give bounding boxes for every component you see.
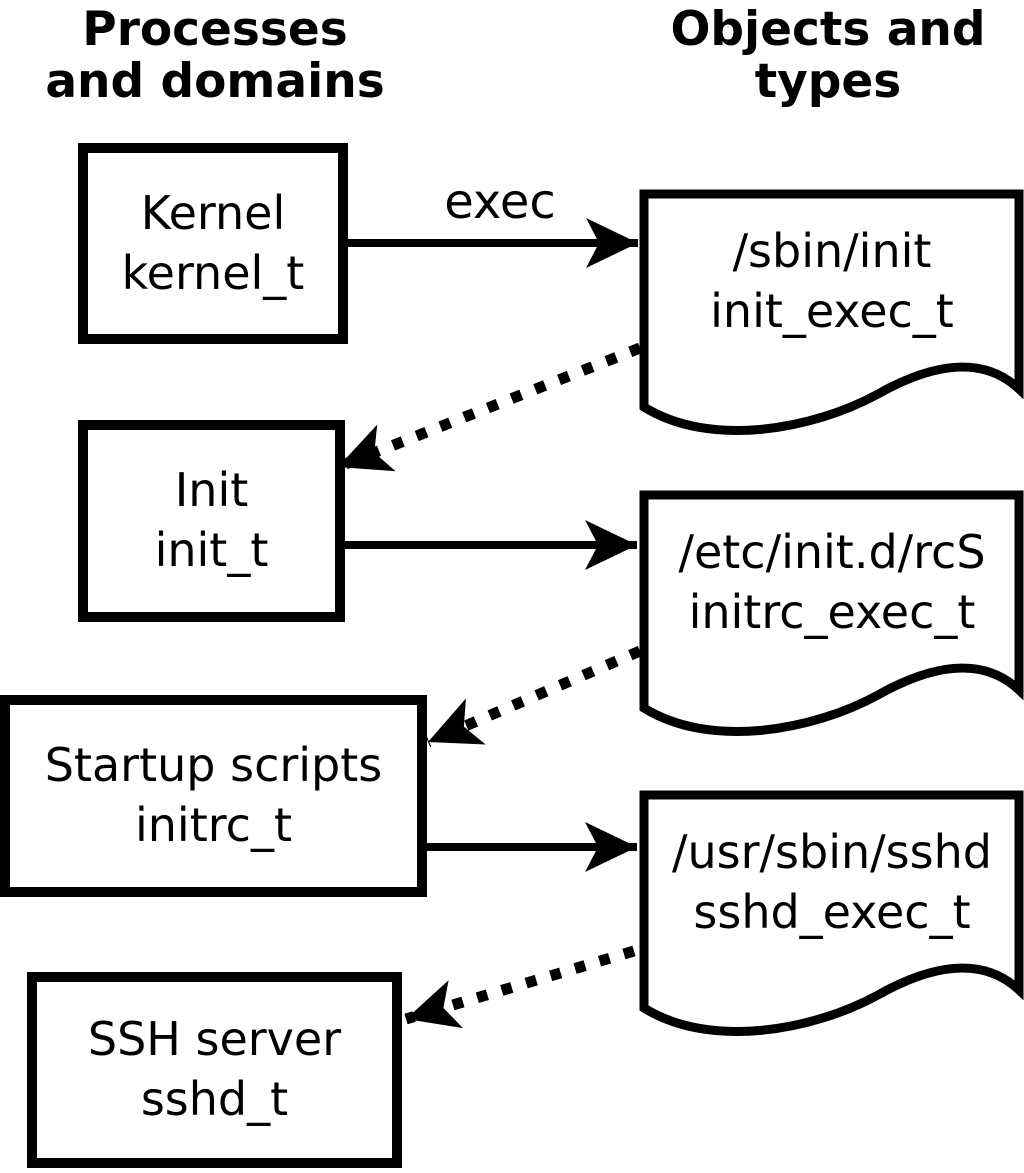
object-node-usr-sbin-sshd-path: /usr/sbin/sshd xyxy=(672,825,992,880)
object-node-etc-initd-rcs: /etc/init.d/rcS initrc_exec_t xyxy=(648,495,1016,671)
object-node-usr-sbin-sshd: /usr/sbin/sshd sshd_exec_t xyxy=(648,795,1016,971)
document-shape-etc-initd-rcs xyxy=(639,490,1024,736)
process-node-ssh-server-domain: sshd_t xyxy=(140,1072,289,1126)
column-header-objects-line2: types xyxy=(754,53,902,109)
exec-edge-label: exec xyxy=(444,174,556,230)
column-header-processes-line1: Processes xyxy=(82,2,348,57)
column-header-processes-line2: and domains xyxy=(45,53,385,109)
process-node-ssh-server-label: SSH server xyxy=(87,1012,342,1067)
transition-arrow-sbin-init-to-init xyxy=(335,342,643,473)
transition-arrow-sshd-to-sshserver xyxy=(404,945,636,1029)
object-node-sbin-init-path: /sbin/init xyxy=(732,224,932,279)
process-node-kernel-label: Kernel xyxy=(140,185,286,240)
object-node-usr-sbin-sshd-type: sshd_exec_t xyxy=(693,885,971,939)
process-node-startup-scripts-domain: initrc_t xyxy=(135,798,292,852)
object-node-sbin-init: /sbin/init init_exec_t xyxy=(648,194,1016,370)
column-header-objects: Objects and types xyxy=(628,4,1024,107)
process-node-kernel: Kernel kernel_t xyxy=(78,143,348,344)
process-node-kernel-domain: kernel_t xyxy=(121,245,305,300)
document-shape-usr-sbin-sshd xyxy=(639,790,1024,1036)
process-node-init-label: Init xyxy=(174,463,249,518)
process-node-init: Init init_t xyxy=(78,420,345,622)
object-node-sbin-init-type: init_exec_t xyxy=(710,284,954,338)
process-node-init-domain: init_t xyxy=(154,523,269,577)
document-shape-sbin-init xyxy=(639,189,1024,435)
transition-arrow-rcs-to-startup xyxy=(425,645,643,748)
column-header-processes: Processes and domains xyxy=(0,4,430,107)
process-node-startup-scripts-label: Startup scripts xyxy=(44,738,383,793)
column-header-objects-line1: Objects and xyxy=(670,2,986,57)
object-node-etc-initd-rcs-path: /etc/init.d/rcS xyxy=(678,525,986,580)
process-node-startup-scripts: Startup scripts initrc_t xyxy=(0,695,427,897)
process-node-ssh-server: SSH server sshd_t xyxy=(27,972,402,1168)
object-node-etc-initd-rcs-type: initrc_exec_t xyxy=(688,585,976,639)
